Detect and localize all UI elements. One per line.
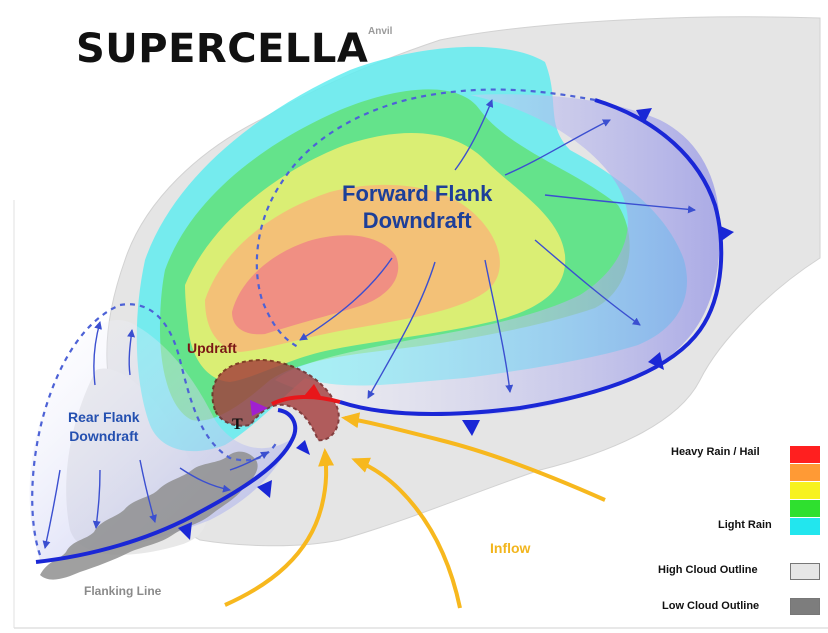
cold-front-pip bbox=[648, 352, 664, 370]
legend-heavy-rain-label: Heavy Rain / Hail bbox=[671, 446, 760, 458]
legend-swatch-high-cloud bbox=[790, 563, 820, 580]
forward-flank-outflow bbox=[275, 94, 720, 416]
updraft-region bbox=[211, 358, 340, 442]
rfd-outflow-boundary bbox=[31, 303, 279, 556]
legend-swatch-low-cloud bbox=[790, 598, 820, 615]
legend-swatch-moderate-heavy bbox=[790, 464, 820, 481]
rear-flank-label-line-1: Rear Flank bbox=[68, 409, 140, 425]
cold-front-pip bbox=[462, 420, 480, 436]
outflow-arrow bbox=[484, 259, 514, 393]
tornado-marker-label: T bbox=[232, 416, 243, 433]
outflow-arrow bbox=[127, 329, 136, 376]
flanking-line-cloud bbox=[40, 451, 258, 580]
inflow-arrow bbox=[351, 457, 462, 609]
outflow-arrow bbox=[299, 257, 393, 341]
cold-front-pip bbox=[636, 108, 652, 124]
rear-flank-label-line-2: Downdraft bbox=[69, 428, 139, 444]
forward-flank-gust-front bbox=[339, 98, 724, 416]
precip-red bbox=[232, 235, 399, 335]
outflow-arrow bbox=[93, 321, 102, 386]
outflow-arrow bbox=[229, 451, 269, 471]
inflow-label: Inflow bbox=[490, 540, 531, 556]
updraft-label: Updraft bbox=[187, 340, 237, 356]
outflow-arrow bbox=[544, 194, 696, 214]
forward-flank-label-line-1: Forward Flank bbox=[342, 181, 493, 206]
outflow-arrow bbox=[534, 239, 641, 326]
cold-front-pip bbox=[296, 440, 310, 455]
warm-front-pip bbox=[304, 384, 322, 398]
legend-low-cloud-label: Low Cloud Outline bbox=[662, 600, 760, 612]
legend-swatch-moderate-light bbox=[790, 500, 820, 517]
inflow-arrow bbox=[341, 412, 606, 502]
legend-swatch-heavy bbox=[790, 446, 820, 463]
rear-flank-label: Rear Flank Downdraft bbox=[68, 408, 140, 446]
warm-front-segment bbox=[271, 394, 341, 406]
inflow-arrow bbox=[224, 448, 335, 607]
outflow-arrow bbox=[92, 469, 101, 529]
anvil-label: Anvil bbox=[368, 26, 393, 37]
outflow-arrow bbox=[454, 99, 494, 171]
ffd-outflow-boundary bbox=[255, 88, 596, 349]
ffd-outflow-arrows bbox=[299, 99, 696, 399]
legend-swatch-moderate bbox=[790, 482, 820, 499]
cold-front-pip bbox=[257, 480, 272, 498]
cold-front-pip bbox=[718, 225, 734, 242]
outflow-arrow bbox=[42, 469, 61, 549]
flanking-line-label: Flanking Line bbox=[84, 584, 162, 598]
legend-high-cloud-label: High Cloud Outline bbox=[658, 564, 758, 576]
forward-flank-label: Forward Flank Downdraft bbox=[342, 180, 492, 234]
cold-front-pip bbox=[178, 522, 192, 540]
diagram-title: SUPERCELLA bbox=[76, 26, 369, 72]
forward-flank-label-line-2: Downdraft bbox=[362, 208, 472, 233]
inflow-arrows bbox=[224, 412, 606, 609]
outflow-arrow bbox=[179, 467, 231, 493]
mesolow-marker bbox=[250, 400, 268, 416]
outflow-arrow bbox=[504, 119, 611, 176]
outflow-arrow bbox=[367, 261, 436, 399]
outflow-arrow bbox=[139, 459, 157, 523]
rfd-outflow-arrows bbox=[42, 321, 269, 549]
rear-flank-gust-front bbox=[35, 408, 298, 564]
legend-swatch-light bbox=[790, 518, 820, 535]
legend-light-rain-label: Light Rain bbox=[718, 519, 772, 531]
